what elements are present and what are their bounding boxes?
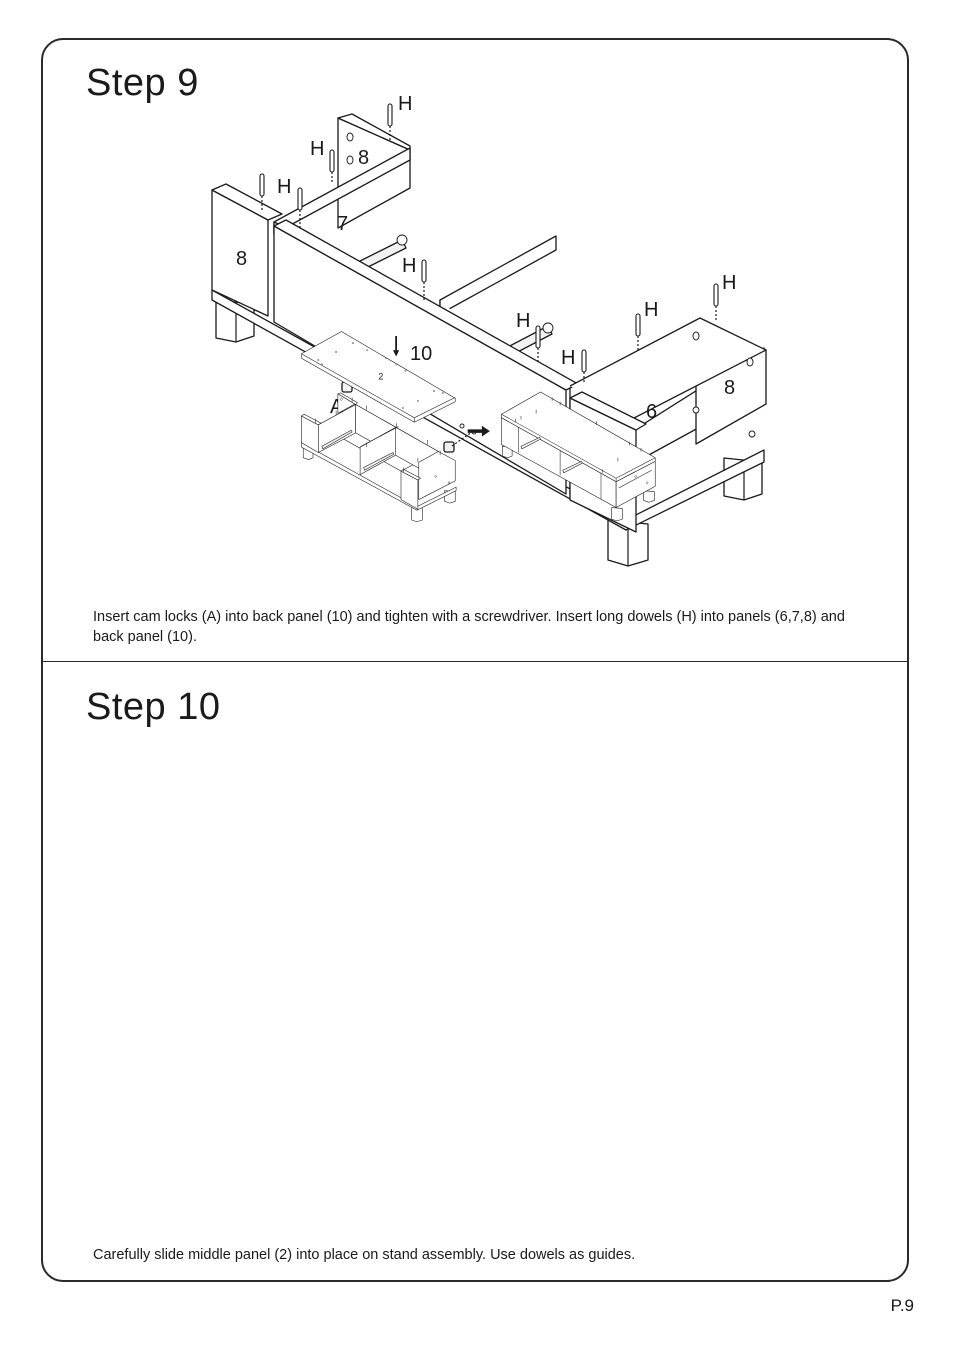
label-panel-6: 6 <box>646 401 657 423</box>
stand-assembly-complete <box>501 391 656 522</box>
label-dowel-h: H <box>310 138 324 160</box>
label-panel-8-left: 8 <box>236 248 247 270</box>
arrow-down-icon <box>393 336 400 357</box>
label-dowel-h: H <box>398 93 412 115</box>
label-panel-7: 7 <box>337 213 348 235</box>
label-dowel-h: H <box>277 176 291 198</box>
label-dowel-h: H <box>722 272 736 294</box>
label-panel-8-right-inner: 8 <box>724 377 735 399</box>
step-10-title: Step 10 <box>86 686 221 728</box>
label-panel-10: 10 <box>410 343 432 365</box>
label-panel-8-top: 8 <box>358 147 369 169</box>
label-panel-2: 2 <box>378 372 383 382</box>
step-9-diagram: 8 8 7 10 6 8 8 H H H H H H H H A A <box>211 93 767 567</box>
step-9-title: Step 9 <box>86 62 199 104</box>
step-9-caption: Insert cam locks (A) into back panel (10… <box>93 609 845 645</box>
step-divider <box>41 661 909 662</box>
label-dowel-h: H <box>402 255 416 277</box>
step-10-caption: Carefully slide middle panel (2) into pl… <box>93 1247 636 1263</box>
dowel-set <box>259 103 719 384</box>
page-number: P.9 <box>890 1296 914 1315</box>
label-dowel-h: H <box>644 299 658 321</box>
cam-lock-2 <box>443 431 473 453</box>
label-dowel-h: H <box>516 310 530 332</box>
label-dowel-h: H <box>561 347 575 369</box>
page-frame <box>41 38 909 1282</box>
panel-2 <box>301 331 456 423</box>
step-10-diagram: 2 <box>301 331 656 523</box>
arrow-right-icon <box>467 425 490 437</box>
stand-assembly-unfinished <box>301 392 457 523</box>
